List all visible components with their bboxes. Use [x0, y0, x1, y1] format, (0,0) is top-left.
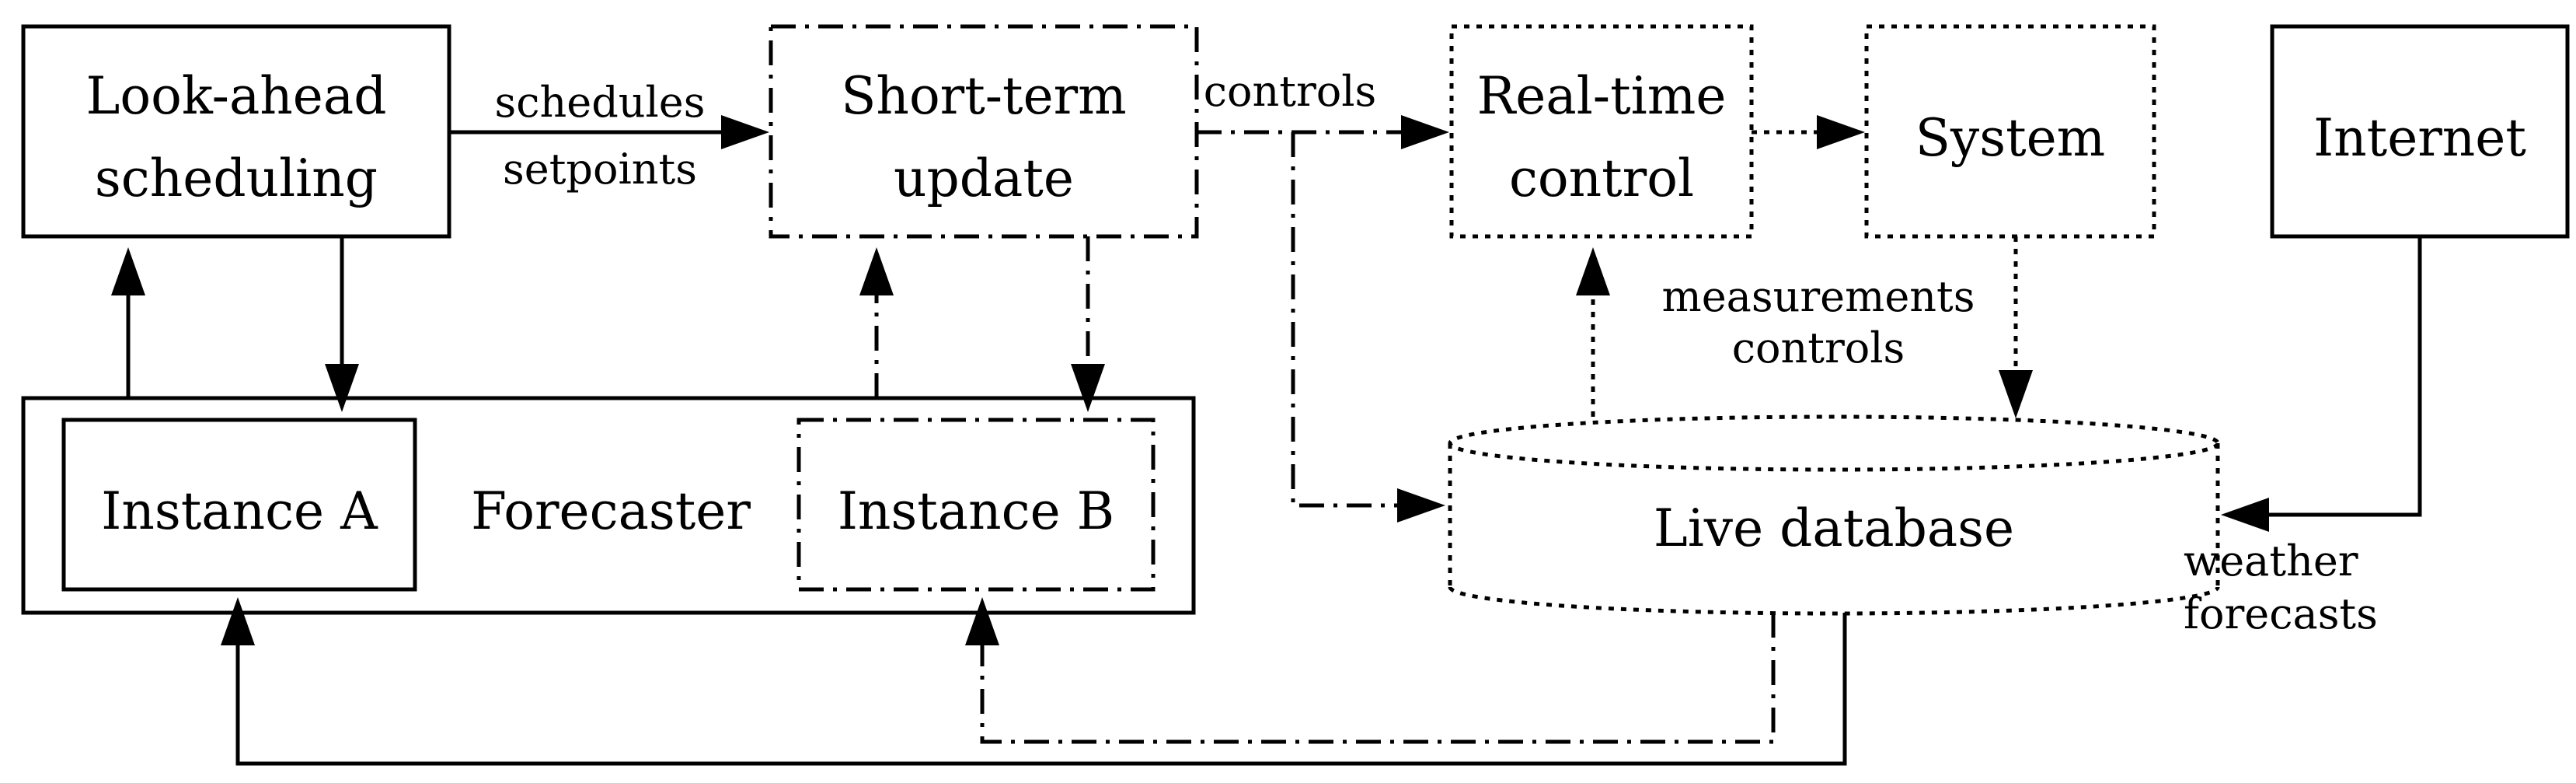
- internet-node: Internet: [2270, 24, 2570, 239]
- schedules-arrow: [449, 115, 769, 149]
- lookahead-label-line1: Look-ahead: [86, 66, 387, 126]
- forecaster-label: Forecaster: [471, 481, 751, 541]
- database-to-instance-a-arrow: [221, 597, 1847, 766]
- database-to-instance-b-arrow: [965, 597, 1776, 744]
- internet-to-database-arrow: [2221, 236, 2422, 532]
- controls-top-label: controls: [1204, 67, 1377, 116]
- system-label: System: [1915, 108, 2106, 168]
- shortterm-to-instance-b-arrow: [1071, 236, 1105, 412]
- controls-side-label: controls: [1732, 323, 1905, 372]
- setpoints-label: setpoints: [503, 145, 697, 194]
- live-database-node: Live database: [1448, 414, 2220, 616]
- forecaster-to-lookahead-arrow: [111, 247, 145, 398]
- system-node: System: [1864, 24, 2156, 239]
- instance-b-node: Instance B: [797, 418, 1156, 592]
- system-to-database-arrow: [1999, 236, 2033, 418]
- forecaster-to-shortterm-arrow: [859, 247, 894, 398]
- measurements-label: measurements: [1662, 272, 1975, 321]
- database-label: Live database: [1654, 498, 2014, 558]
- realtime-label-line2: control: [1509, 149, 1694, 208]
- database-to-realtime-arrow: [1576, 247, 1610, 417]
- realtime-label-line1: Real-time: [1477, 66, 1727, 126]
- instance-b-label: Instance B: [838, 481, 1114, 541]
- schedules-label: schedules: [495, 78, 706, 127]
- shortterm-label-line1: Short-term: [841, 66, 1127, 126]
- internet-label: Internet: [2313, 108, 2526, 168]
- controls-to-database-arrow: [1291, 132, 1445, 523]
- controls-to-realtime-arrow: [1197, 115, 1449, 149]
- forecasts-label: forecasts: [2184, 589, 2378, 638]
- lookahead-to-instance-a-arrow: [325, 236, 359, 412]
- shortterm-label-line2: update: [894, 149, 1074, 208]
- realtime-control-node: Real-time control: [1449, 24, 1754, 239]
- lookahead-scheduling-node: Look-ahead scheduling: [21, 24, 451, 239]
- instance-a-label: Instance A: [101, 481, 378, 541]
- realtime-to-system-arrow: [1752, 115, 1865, 149]
- weather-label: weather: [2184, 537, 2358, 586]
- shortterm-update-node: Short-term update: [769, 24, 1199, 239]
- forecaster-node: Forecaster: [21, 396, 1196, 615]
- lookahead-label-line2: scheduling: [95, 149, 378, 208]
- instance-a-node: Instance A: [61, 418, 417, 592]
